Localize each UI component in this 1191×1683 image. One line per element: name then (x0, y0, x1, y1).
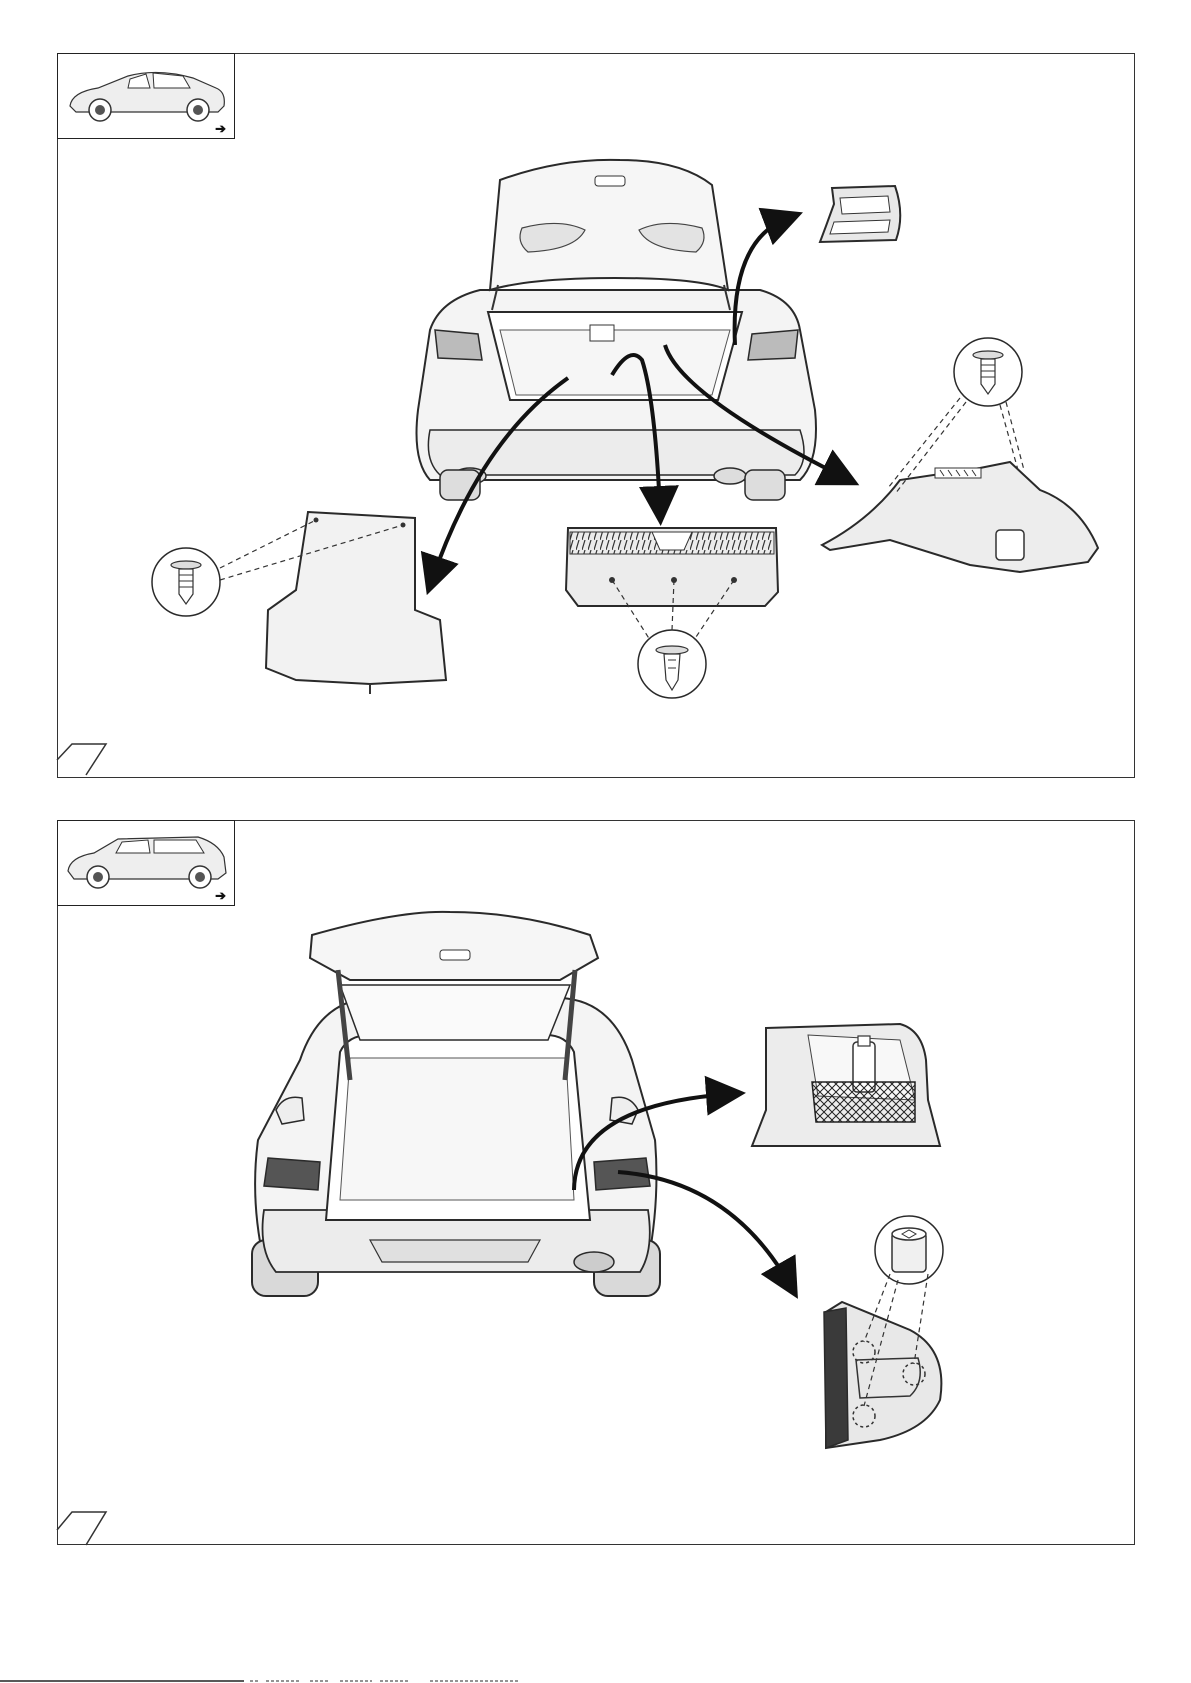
tail-lamp-part (824, 1302, 941, 1448)
rear-sill-trim (566, 528, 778, 606)
trunk-floor-mat (266, 512, 446, 694)
estate-rear-view (252, 912, 660, 1296)
side-trunk-trim (822, 462, 1098, 572)
side-storage-net-panel (752, 1024, 940, 1146)
print-crop-marks (0, 1670, 1191, 1683)
sedan-rear-view (417, 160, 817, 500)
page-corner-mark (57, 1512, 106, 1545)
socket-icon (892, 1228, 926, 1272)
tail-lamp-part (820, 186, 900, 242)
page-corner-mark (57, 744, 106, 775)
net-icon (812, 1082, 915, 1122)
